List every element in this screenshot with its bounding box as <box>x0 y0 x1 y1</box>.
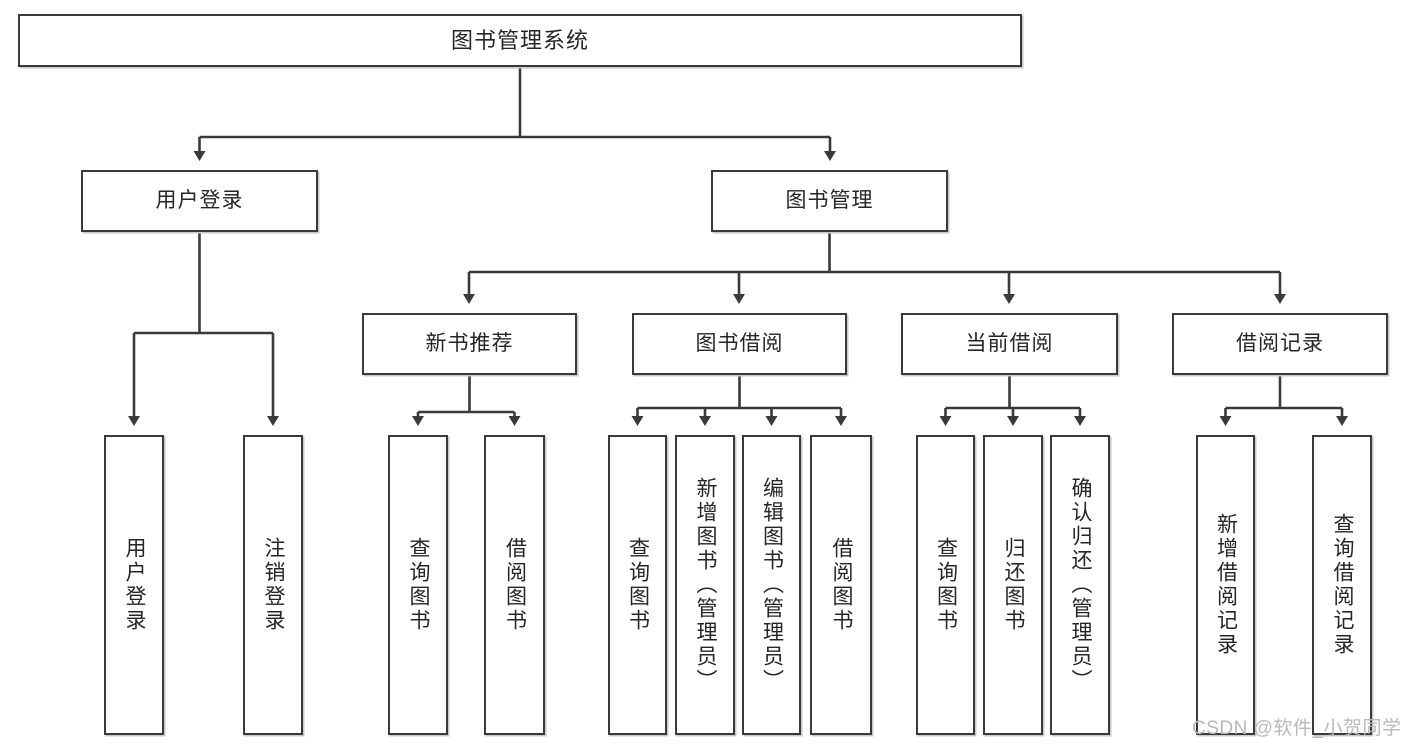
node-leaf-edit-book-label: 编辑图书（管理员） <box>760 477 784 693</box>
node-leaf-return-book-label: 归还图书 <box>1002 537 1026 633</box>
node-borrow-record-label: 借阅记录 <box>1236 331 1324 355</box>
node-leaf-query-book-1-label: 查询图书 <box>407 537 431 633</box>
node-leaf-borrow-book-2[interactable]: 借阅图书 <box>810 435 872 735</box>
node-leaf-query-record[interactable]: 查询借阅记录 <box>1312 435 1372 735</box>
node-leaf-logout-label: 注销登录 <box>262 537 286 633</box>
node-new-book-recommend[interactable]: 新书推荐 <box>362 313 577 375</box>
node-leaf-add-book-label: 新增图书（管理员） <box>694 477 718 693</box>
node-leaf-confirm-return-label: 确认归还（管理员） <box>1069 477 1093 693</box>
node-current-borrow[interactable]: 当前借阅 <box>901 313 1118 375</box>
node-leaf-query-record-label: 查询借阅记录 <box>1331 513 1355 657</box>
node-user-login-label: 用户登录 <box>155 188 244 212</box>
node-leaf-add-record-label: 新增借阅记录 <box>1214 513 1238 657</box>
node-leaf-add-record[interactable]: 新增借阅记录 <box>1196 435 1255 735</box>
node-book-borrow[interactable]: 图书借阅 <box>632 313 847 375</box>
node-leaf-borrow-book-1[interactable]: 借阅图书 <box>484 435 545 735</box>
node-leaf-query-book-1[interactable]: 查询图书 <box>388 435 448 735</box>
node-leaf-query-book-2-label: 查询图书 <box>626 537 650 633</box>
node-leaf-borrow-book-1-label: 借阅图书 <box>503 537 527 633</box>
node-leaf-logout[interactable]: 注销登录 <box>243 435 303 735</box>
node-leaf-return-book[interactable]: 归还图书 <box>983 435 1043 735</box>
node-leaf-edit-book[interactable]: 编辑图书（管理员） <box>742 435 801 735</box>
node-root-label: 图书管理系统 <box>450 27 589 53</box>
node-leaf-confirm-return[interactable]: 确认归还（管理员） <box>1050 435 1110 735</box>
node-leaf-query-book-2[interactable]: 查询图书 <box>608 435 667 735</box>
node-book-borrow-label: 图书借阅 <box>695 331 784 355</box>
node-leaf-query-book-3[interactable]: 查询图书 <box>916 435 975 735</box>
node-leaf-borrow-book-2-label: 借阅图书 <box>830 537 854 633</box>
node-leaf-user-login-label: 用户登录 <box>123 537 147 633</box>
node-book-management[interactable]: 图书管理 <box>711 170 948 232</box>
node-borrow-record[interactable]: 借阅记录 <box>1172 313 1388 375</box>
node-book-management-label: 图书管理 <box>785 188 874 212</box>
node-new-book-recommend-label: 新书推荐 <box>425 331 514 355</box>
node-user-login[interactable]: 用户登录 <box>81 170 318 232</box>
node-leaf-add-book[interactable]: 新增图书（管理员） <box>675 435 735 735</box>
node-leaf-query-book-3-label: 查询图书 <box>934 537 958 633</box>
node-leaf-user-login[interactable]: 用户登录 <box>104 435 164 735</box>
node-root-system[interactable]: 图书管理系统 <box>18 14 1022 67</box>
watermark-text: CSDN @软件_小贺同学 <box>1192 718 1402 739</box>
node-current-borrow-label: 当前借阅 <box>965 331 1054 355</box>
